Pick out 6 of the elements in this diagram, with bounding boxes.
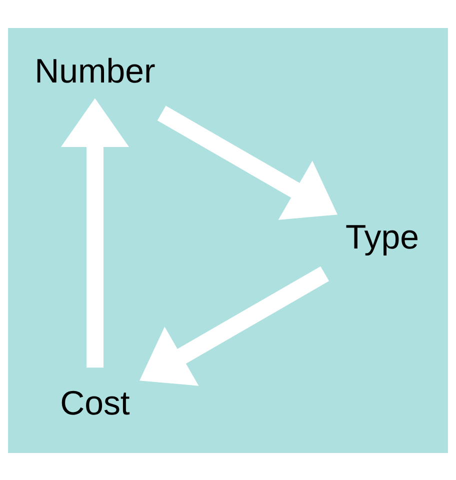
node-text: Number bbox=[34, 52, 156, 90]
node-text: Cost bbox=[60, 384, 130, 422]
arrow bbox=[157, 105, 338, 220]
node-text: Type bbox=[345, 218, 419, 256]
arrow bbox=[60, 98, 130, 368]
arrow bbox=[140, 266, 330, 386]
